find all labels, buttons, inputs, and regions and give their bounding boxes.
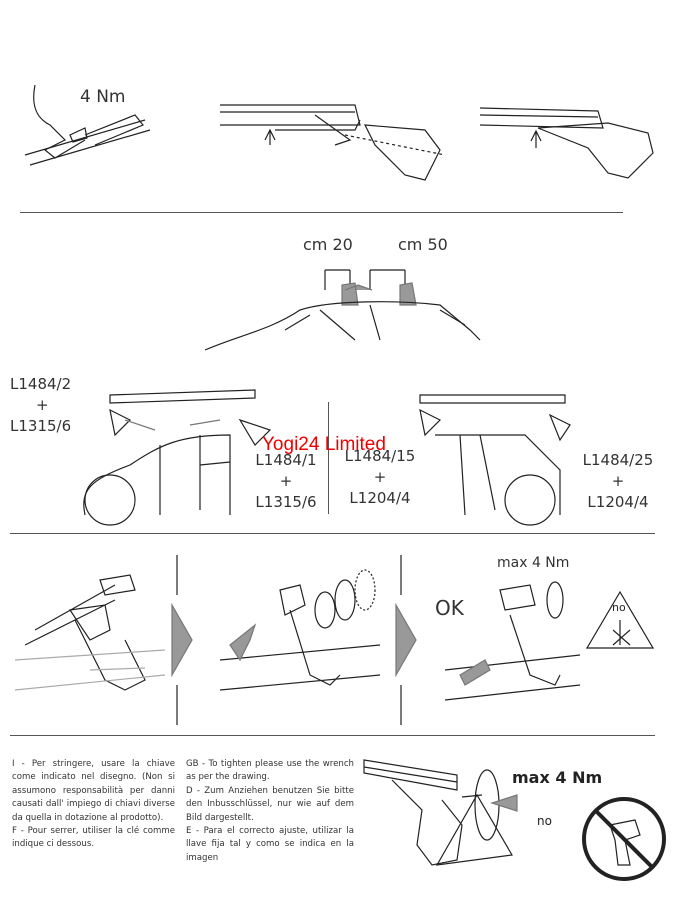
foot-mount-illustration-2 xyxy=(219,569,381,691)
ok-label: OK xyxy=(435,596,464,620)
kit-left-rear: L1484/1 + L1315/6 xyxy=(255,451,317,511)
watermark: Yogi24 Limited xyxy=(262,434,386,455)
kit-right-front: L1484/15 + L1204/4 xyxy=(344,447,416,507)
divider xyxy=(10,735,655,736)
section-divider-vertical xyxy=(328,402,329,514)
final-torque-label: max 4 Nm xyxy=(512,768,603,787)
torque-label: 4 Nm xyxy=(80,87,126,107)
instructions-right-column: GB - To tighten please use the wrench as… xyxy=(186,758,354,865)
no-drill-prohibited-icon xyxy=(582,797,666,881)
divider xyxy=(10,533,655,534)
instructions-left-column: I - Per stringere, usare la chiave come … xyxy=(12,758,175,852)
torque-label: max 4 Nm xyxy=(497,555,570,571)
bar-end-illustration xyxy=(220,104,446,181)
hand-tightening-illustration xyxy=(24,84,151,166)
front-distance-label: cm 20 xyxy=(303,235,353,254)
instruction-fr: F - Pour serrer, utiliser la clé comme i… xyxy=(12,826,175,850)
foot-mount-tightened-illustration xyxy=(444,581,581,701)
divider xyxy=(20,212,623,213)
bar-end-assembled-illustration xyxy=(479,107,654,179)
no-label: no xyxy=(612,601,626,614)
kit-right-rear: L1484/25 + L1204/4 xyxy=(582,451,654,511)
instruction-gb: GB - To tighten please use the wrench as… xyxy=(186,759,354,783)
car-right-illustration xyxy=(419,394,571,526)
final-foot-illustration xyxy=(363,759,518,866)
car-roof-position-illustration xyxy=(204,269,481,351)
step-arrow-1 xyxy=(171,555,193,725)
car-left-illustration xyxy=(83,389,272,526)
rear-distance-label: cm 50 xyxy=(398,235,448,254)
kit-left-front: L1484/2 + L1315/6 xyxy=(10,375,72,435)
instruction-es: E - Para el correcto ajuste, utilizar la… xyxy=(186,826,354,863)
foot-mount-illustration-1 xyxy=(14,574,166,691)
step-arrow-2 xyxy=(395,555,417,725)
instruction-de: D - Zum Anziehen benutzen Sie bitte den … xyxy=(186,785,354,823)
no-wrench-warning-icon xyxy=(585,590,655,649)
instruction-it: I - Per stringere, usare la chiave come … xyxy=(12,759,175,823)
final-no-label: no xyxy=(537,814,552,828)
